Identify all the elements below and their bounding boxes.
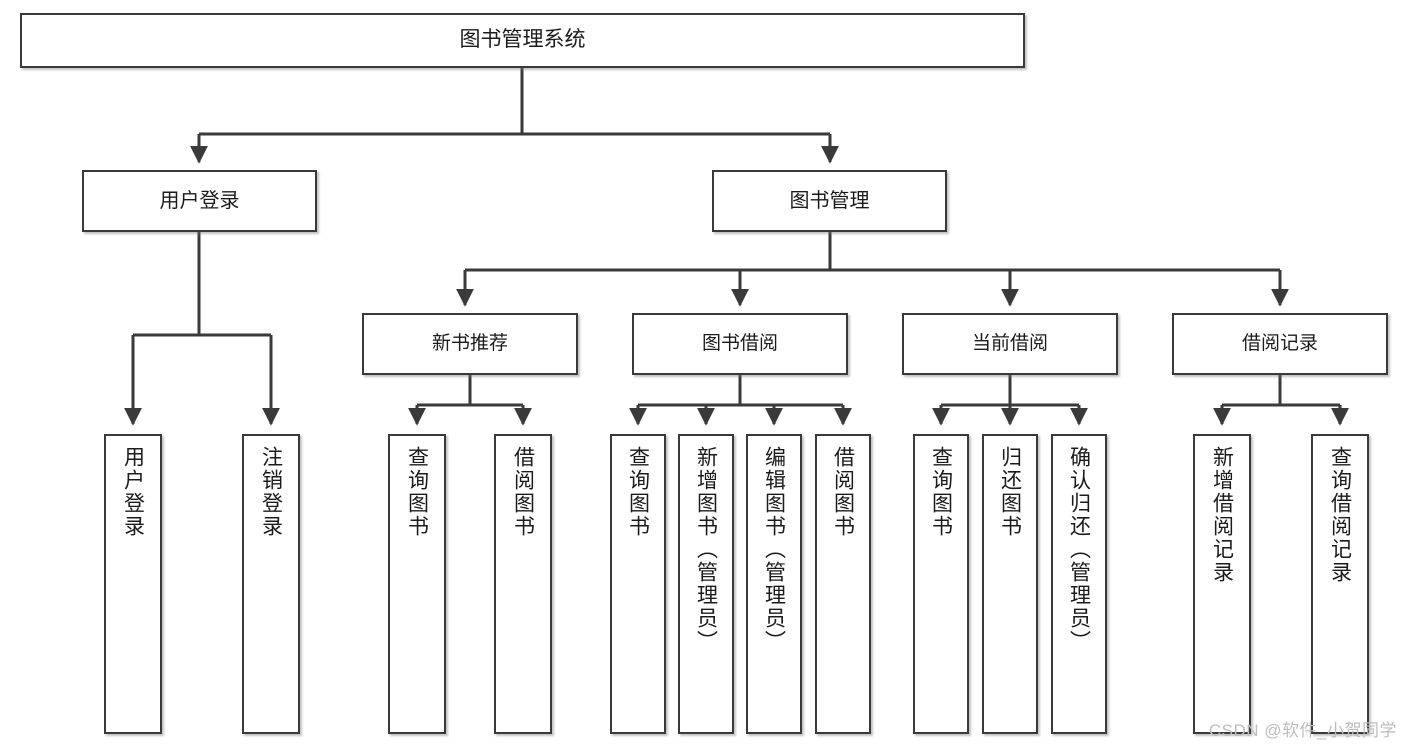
leaf-borrow-book-label: 借阅图书 (831, 446, 855, 538)
leaf-return-book-label: 归还图书 (998, 446, 1022, 538)
node-book-borrow-label: 图书借阅 (701, 333, 778, 355)
node-current-borrow[interactable]: 当前借阅 (902, 313, 1118, 375)
leaf-confirm-return-admin[interactable]: 确认归还（管理员） (1051, 434, 1107, 734)
leaf-edit-book-admin[interactable]: 编辑图书（管理员） (746, 434, 802, 734)
leaf-add-book-admin[interactable]: 新增图书（管理员） (678, 434, 734, 734)
node-book-borrow[interactable]: 图书借阅 (632, 313, 848, 375)
leaf-logout-label: 注销登录 (259, 446, 283, 538)
leaf-query-book-borrow[interactable]: 查询图书 (610, 434, 666, 734)
leaf-borrow-book[interactable]: 借阅图书 (815, 434, 871, 734)
leaf-query-borrow-record[interactable]: 查询借阅记录 (1311, 434, 1369, 734)
leaf-query-book-borrow-label: 查询图书 (626, 446, 650, 538)
node-new-book-recommend[interactable]: 新书推荐 (362, 313, 578, 375)
leaf-return-book[interactable]: 归还图书 (982, 434, 1038, 734)
leaf-add-borrow-record[interactable]: 新增借阅记录 (1193, 434, 1251, 734)
node-root-label: 图书管理系统 (459, 28, 586, 52)
node-book-management-label: 图书管理 (789, 189, 870, 212)
leaf-user-login-label: 用户登录 (121, 446, 145, 538)
node-current-borrow-label: 当前借阅 (971, 333, 1048, 355)
leaf-confirm-return-admin-label: 确认归还（管理员） (1067, 446, 1091, 653)
leaf-user-login[interactable]: 用户登录 (104, 434, 162, 734)
node-borrow-records-label: 借阅记录 (1241, 333, 1318, 355)
node-root[interactable]: 图书管理系统 (20, 13, 1025, 68)
node-user-login-label: 用户登录 (159, 189, 240, 212)
leaf-logout[interactable]: 注销登录 (242, 434, 300, 734)
node-book-management[interactable]: 图书管理 (712, 170, 947, 232)
leaf-query-borrow-record-label: 查询借阅记录 (1328, 446, 1352, 584)
csdn-watermark: CSDN @软件_小贺同学 (1208, 721, 1397, 740)
node-borrow-records[interactable]: 借阅记录 (1172, 313, 1388, 375)
leaf-add-book-admin-label: 新增图书（管理员） (694, 446, 718, 653)
leaf-query-book-newbook-label: 查询图书 (405, 446, 429, 538)
leaf-borrow-book-newbook-label: 借阅图书 (511, 446, 535, 538)
leaf-query-book-current[interactable]: 查询图书 (913, 434, 969, 734)
leaf-edit-book-admin-label: 编辑图书（管理员） (762, 446, 786, 653)
leaf-query-book-newbook[interactable]: 查询图书 (388, 434, 446, 734)
node-user-login[interactable]: 用户登录 (82, 170, 317, 232)
leaf-borrow-book-newbook[interactable]: 借阅图书 (494, 434, 552, 734)
leaf-query-book-current-label: 查询图书 (929, 446, 953, 538)
leaf-add-borrow-record-label: 新增借阅记录 (1210, 446, 1234, 584)
node-new-book-recommend-label: 新书推荐 (431, 333, 508, 355)
